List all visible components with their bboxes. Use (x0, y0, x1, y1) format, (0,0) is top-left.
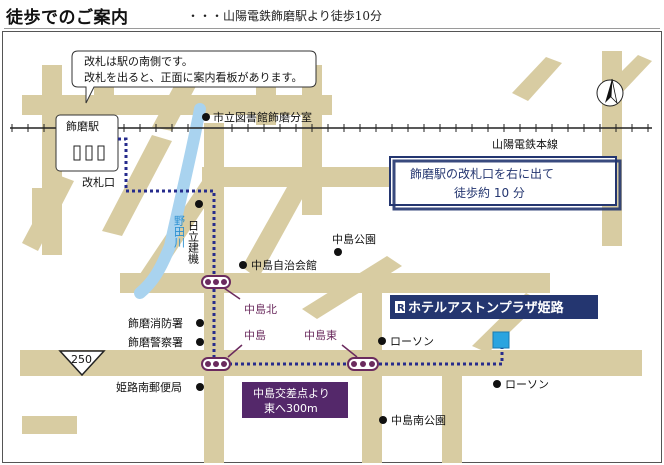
hotel-marker (492, 331, 510, 349)
route-info-box (389, 156, 617, 206)
lawson-2-marker (493, 380, 501, 388)
lawson-1-marker (378, 337, 386, 345)
station-name: 飾磨駅 (66, 120, 99, 133)
police-label: 飾磨警察署 (128, 335, 183, 349)
svg-text:R: R (397, 303, 405, 314)
fire-station-marker (196, 319, 204, 327)
park-label: 中島公園 (332, 232, 376, 246)
hitachi-label: 日立建機 (187, 220, 200, 265)
callout-line1: 改札は駅の南側です。 (84, 54, 193, 68)
route-info-line2: 徒歩約 10 分 (454, 185, 525, 200)
roads (20, 51, 652, 463)
page-header: 徒歩でのご案内 ・・・山陽電鉄飾磨駅より徒歩10分 (4, 2, 660, 29)
signal-center-pointer (227, 344, 243, 358)
intersection-line2: 東へ300m (264, 402, 318, 415)
road-southeast (442, 365, 462, 463)
ticket-gate-icon (73, 145, 105, 161)
park-south-marker (379, 416, 387, 424)
access-map: 山陽電鉄本線 飾磨駅 改札口 改札は駅の南側です。 改札を出ると、正面に案内看板… (2, 31, 662, 463)
river-label: 野田川 (173, 215, 186, 248)
library-label: 市立図書館飾磨分室 (213, 110, 312, 124)
post-office-label: 姫路南郵便局 (116, 380, 182, 394)
hotel-logo-icon: R (395, 301, 405, 314)
railway-label: 山陽電鉄本線 (492, 137, 558, 151)
river (134, 103, 206, 299)
jichikaikan-marker (239, 261, 247, 269)
signal-nakajima (201, 357, 231, 371)
intersection-line1: 中島交差点より (253, 386, 330, 400)
road-diagonal-b (22, 175, 74, 251)
road-diagonal-h (512, 57, 562, 101)
signal-east-label: 中島東 (304, 328, 337, 342)
road-southwest (22, 416, 77, 434)
route-250-sign: 250 (58, 350, 106, 377)
signal-nakajima-east (347, 357, 379, 371)
hitachi-marker (195, 200, 203, 208)
library-marker (202, 113, 210, 121)
signal-center-label: 中島 (244, 328, 266, 342)
fire-station-label: 飾磨消防署 (128, 316, 183, 330)
road-diagonal-a (102, 135, 172, 236)
hotel-banner (390, 295, 598, 319)
page-title: 徒歩でのご案内 (6, 8, 129, 28)
route-250-label: 250 (71, 353, 92, 366)
road-east-nakajima (362, 286, 382, 463)
road-vertical-center (302, 65, 322, 215)
north-arrow-icon (596, 78, 624, 107)
road-diagonal-f (302, 256, 402, 319)
route-info-shadow (392, 159, 622, 211)
police-marker (196, 338, 204, 346)
park-marker (334, 248, 342, 256)
signal-north-label: 中島北 (244, 302, 277, 316)
jichikaikan-label: 中島自治会館 (251, 258, 317, 272)
walking-route (118, 137, 504, 366)
lawson-2-label: ローソン (505, 378, 549, 391)
post-office-marker (196, 383, 204, 391)
intersection-box (242, 382, 348, 418)
hotel-name: ホテルアストンプラザ姫路 (408, 300, 565, 316)
railway-ties (11, 124, 649, 132)
callout-line2: 改札を出ると、正面に案内看板があります。 (84, 70, 302, 84)
signal-nakajima-north (201, 275, 231, 289)
road-vertical-main (204, 123, 224, 463)
park-south-label: 中島南公園 (391, 413, 446, 427)
signal-north-pointer (223, 287, 241, 300)
info-callout (71, 50, 317, 104)
road-diagonal-d (242, 171, 312, 279)
route-info-line1: 飾磨駅の改札口を右に出て (410, 166, 554, 181)
gate-label: 改札口 (82, 175, 115, 189)
page-subtitle: ・・・山陽電鉄飾磨駅より徒歩10分 (187, 9, 383, 23)
signal-east-pointer (341, 344, 358, 358)
lawson-1-label: ローソン (390, 335, 434, 348)
